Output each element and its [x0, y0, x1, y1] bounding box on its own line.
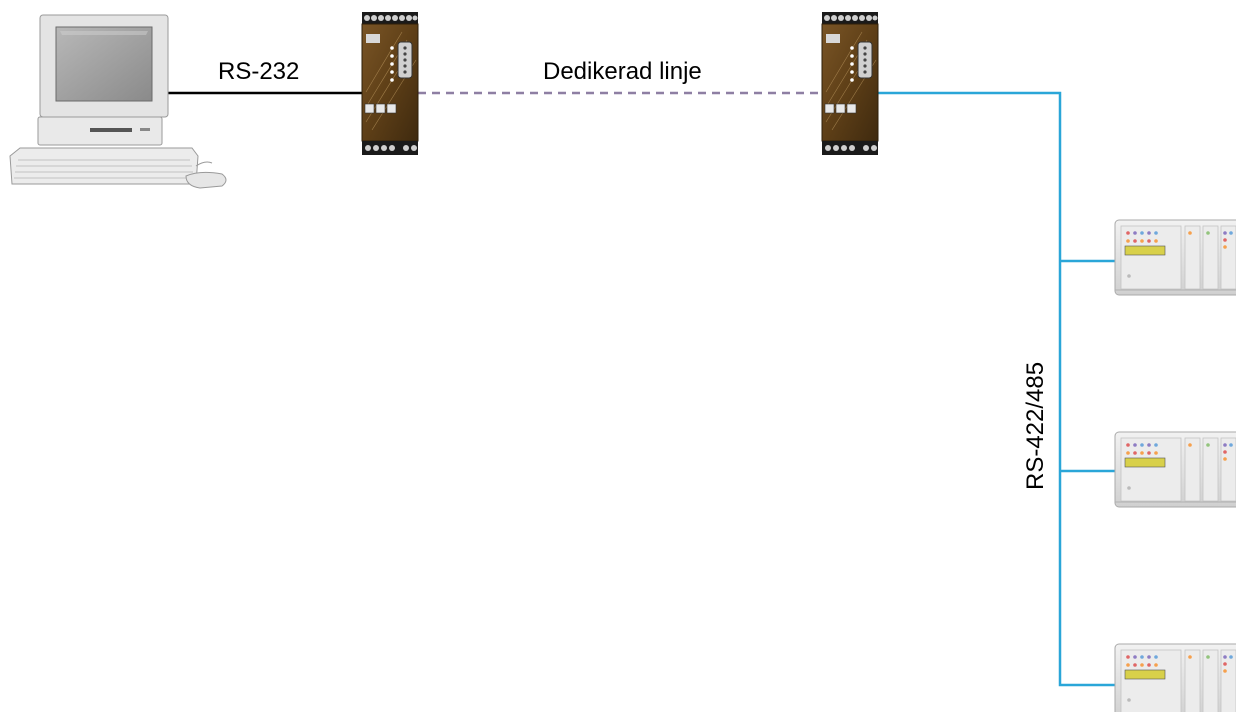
plc-3-icon: [1114, 643, 1236, 712]
rs422-485-label: RS-422/485: [1022, 362, 1049, 490]
modem-right-icon: [821, 11, 879, 156]
plc-2-icon: [1114, 431, 1236, 508]
modem-left-icon: [361, 11, 419, 156]
rs422-485-bus: [878, 91, 1115, 687]
computer-icon: [9, 14, 227, 189]
dedicated-line-label: Dedikerad linje: [543, 58, 702, 85]
rs232-label: RS-232: [218, 58, 299, 85]
plc-1-icon: [1114, 219, 1236, 296]
